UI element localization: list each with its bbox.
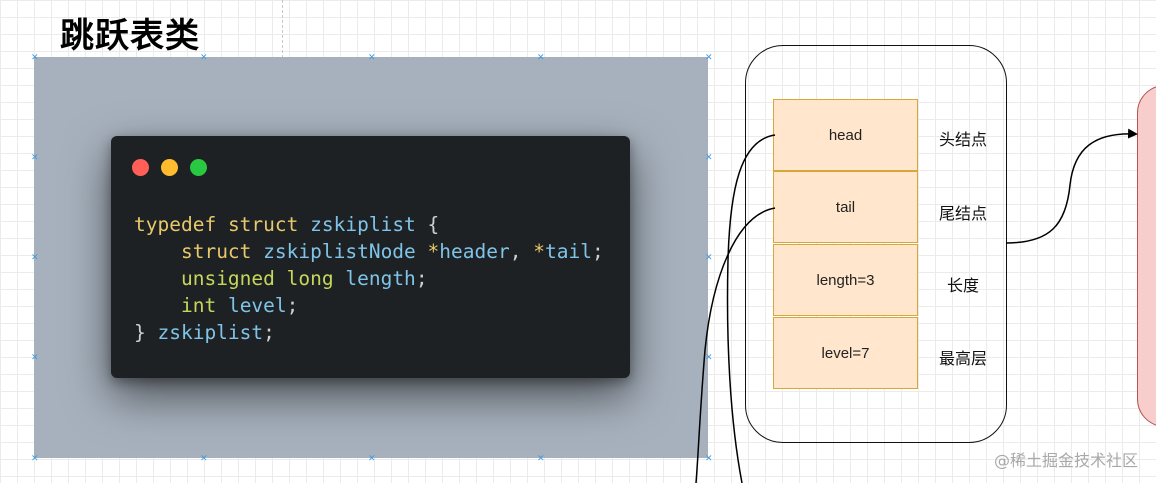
selection-handle[interactable]: ✕ — [537, 453, 545, 463]
code-token: , — [509, 240, 534, 263]
window-minimize-icon — [161, 159, 178, 176]
code-block: typedef struct zskiplist { struct zskipl… — [134, 211, 604, 346]
code-token: length — [345, 267, 416, 290]
code-token: long — [286, 267, 334, 290]
field-cell-tail[interactable]: tail — [773, 171, 918, 243]
selection-handle[interactable]: ✕ — [705, 52, 713, 62]
code-token: * — [533, 240, 545, 263]
code-token: tail — [544, 240, 592, 263]
code-token: } — [134, 321, 158, 344]
code-token: zskiplistNode — [263, 240, 416, 263]
code-token: zskiplist — [157, 321, 264, 344]
window-close-icon — [132, 159, 149, 176]
code-token: ; — [263, 321, 275, 344]
code-token: { — [415, 213, 440, 236]
guide-line — [282, 0, 283, 58]
field-cell-head[interactable]: head — [773, 99, 918, 171]
field-label-length: 长度 — [946, 276, 979, 295]
code-window — [111, 136, 630, 378]
code-token: ; — [286, 294, 299, 317]
selection-handle[interactable]: ✕ — [31, 453, 39, 463]
code-token: struct — [180, 240, 252, 263]
field-label-head: 头结点 — [938, 130, 987, 149]
code-token: unsigned — [180, 267, 275, 290]
head-pointer-line — [726, 134, 776, 483]
struct-to-header-arrow — [1005, 128, 1138, 244]
code-line: int level; — [134, 292, 604, 319]
code-token: * — [415, 240, 440, 263]
code-token: struct — [227, 213, 299, 236]
selection-handle[interactable]: ✕ — [31, 52, 39, 62]
selection-handle[interactable]: ✕ — [705, 152, 713, 162]
code-line: typedef struct zskiplist { — [134, 211, 604, 238]
selection-handle[interactable]: ✕ — [31, 252, 39, 262]
field-cell-level[interactable]: level=7 — [773, 317, 918, 389]
code-line: unsigned long length; — [134, 265, 604, 292]
code-token: header — [439, 240, 510, 263]
field-label-level: 最高层 — [938, 349, 987, 368]
tail-pointer-line — [695, 207, 776, 483]
page-title: 跳跃表类 — [60, 16, 200, 56]
zskiplist-struct-box[interactable] — [745, 45, 1007, 443]
code-line: struct zskiplistNode *header, *tail; — [134, 238, 604, 265]
code-token: ; — [415, 267, 428, 290]
selection-handle[interactable]: ✕ — [200, 453, 208, 463]
code-token: int — [180, 294, 217, 317]
selection-handle[interactable]: ✕ — [705, 453, 713, 463]
field-cell-length[interactable]: length=3 — [773, 244, 918, 316]
selection-handle[interactable]: ✕ — [368, 52, 376, 62]
code-token: zskiplist — [310, 213, 416, 236]
code-token: level — [227, 294, 287, 317]
selection-handle[interactable]: ✕ — [368, 453, 376, 463]
field-label-tail: 尾结点 — [938, 204, 987, 223]
code-token: typedef — [134, 213, 217, 236]
selection-handle[interactable]: ✕ — [31, 352, 39, 362]
selection-handle[interactable]: ✕ — [537, 52, 545, 62]
watermark: @稀土掘金技术社区 — [993, 451, 1138, 470]
selection-handle[interactable]: ✕ — [31, 152, 39, 162]
window-maximize-icon — [190, 159, 207, 176]
code-line: } zskiplist; — [134, 319, 604, 346]
selection-handle[interactable]: ✕ — [705, 252, 713, 262]
code-token: ; — [591, 240, 604, 263]
selection-handle[interactable]: ✕ — [200, 52, 208, 62]
selection-handle[interactable]: ✕ — [705, 352, 713, 362]
